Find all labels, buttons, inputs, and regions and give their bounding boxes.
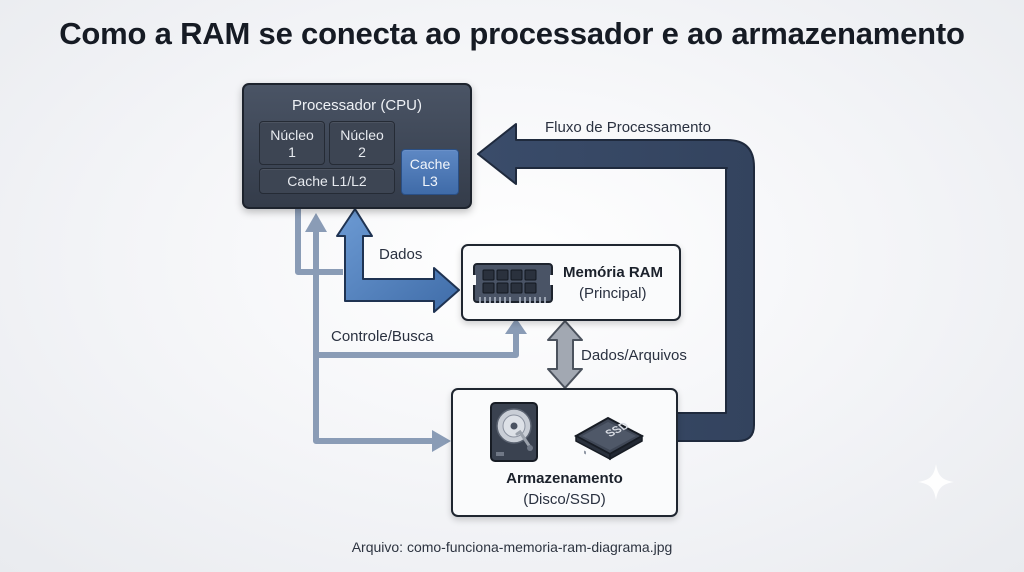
cpu-title: Processador (CPU) xyxy=(291,97,423,114)
dados-arquivos-arrow xyxy=(547,320,583,389)
cache-l3-level: L3 xyxy=(422,173,438,189)
core-1: Núcleo 1 xyxy=(259,121,325,165)
core-1-label: Núcleo xyxy=(270,127,314,143)
ram-title: Memória RAM xyxy=(563,264,664,281)
hard-disk-icon xyxy=(490,402,538,462)
core-1-number: 1 xyxy=(288,144,296,160)
sparkle-icon xyxy=(918,464,954,500)
cache-l3-label: Cache xyxy=(409,156,451,172)
file-caption: Arquivo: como-funciona-memoria-ram-diagr… xyxy=(351,539,673,555)
ram-module-icon xyxy=(473,263,553,303)
processing-flow-arrow xyxy=(477,123,755,442)
storage-title: Armazenamento xyxy=(506,470,623,487)
fluxo-processamento-label: Fluxo de Processamento xyxy=(545,119,711,136)
cache-l3: Cache L3 xyxy=(401,149,459,195)
cpu-box: Processador (CPU) Núcleo 1 Núcleo 2 Cach… xyxy=(242,83,472,209)
dados-arrow xyxy=(336,208,460,313)
cache-l1-l2-label: Cache L1/L2 xyxy=(287,173,367,189)
controle-busca-label: Controle/Busca xyxy=(331,328,434,345)
page-title: Como a RAM se conecta ao processador e a… xyxy=(59,16,965,51)
dados-label: Dados xyxy=(379,246,423,263)
dados-arquivos-label: Dados/Arquivos xyxy=(581,347,687,364)
control-line-bus xyxy=(313,228,519,358)
control-line-ram xyxy=(295,209,343,275)
control-line-storage xyxy=(313,350,434,444)
core-2-number: 2 xyxy=(358,144,366,160)
cache-l1-l2: Cache L1/L2 xyxy=(259,168,395,194)
ram-subtitle: (Principal) xyxy=(579,285,647,302)
control-arrowhead-up-cpu xyxy=(305,213,327,232)
core-2-label: Núcleo xyxy=(340,127,384,143)
storage-subtitle: (Disco/SSD) xyxy=(523,491,606,508)
storage-box: SSD Armazenamento (Disco/SSD) xyxy=(451,388,678,517)
core-2: Núcleo 2 xyxy=(329,121,395,165)
ssd-icon: SSD xyxy=(573,416,645,461)
ram-box: Memória RAM (Principal) xyxy=(461,244,681,321)
control-arrowhead-up-ram xyxy=(505,318,527,334)
control-arrowhead-storage xyxy=(432,430,451,452)
